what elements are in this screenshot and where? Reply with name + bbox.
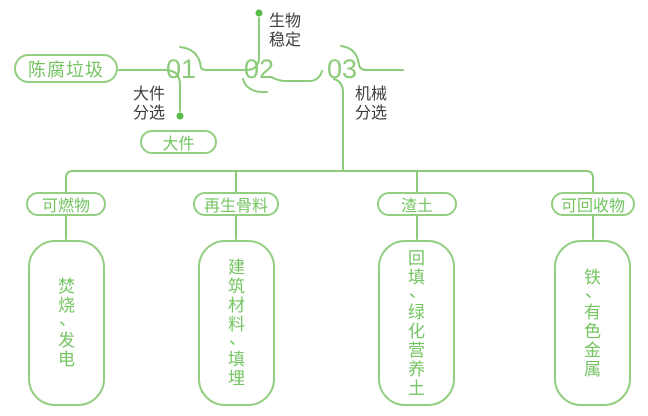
- node-regenerated-aggregate-label: 再生骨料: [203, 198, 268, 215]
- result-text-recyclable: 铁、有色金属: [584, 267, 602, 379]
- edge-step02-to-step03: [270, 70, 323, 82]
- edge-source-to-bulky: [118, 69, 181, 112]
- arc-under-step02: [242, 78, 268, 94]
- node-recyclable: 可回收物: [551, 192, 635, 216]
- result-box-slag-soil: 回填、绿化营养土: [378, 240, 455, 406]
- label-mechanical-sorting: 机械分选: [355, 86, 388, 123]
- node-recyclable-label: 可回收物: [560, 198, 625, 215]
- node-slag-soil: 渣土: [377, 192, 457, 216]
- node-source: 陈腐垃圾: [14, 54, 118, 83]
- label-bio-stabilization: 生物稳定: [269, 13, 302, 50]
- step-number-03: 03: [326, 54, 358, 84]
- step-number-01: 01: [165, 54, 197, 84]
- result-text-slag-soil: 回填、绿化营养土: [408, 248, 426, 398]
- result-box-regenerated-aggregate: 建筑材料、填埋: [198, 240, 275, 406]
- result-text-combustible: 焚烧、发电: [58, 277, 76, 369]
- edge-step03-down: [333, 78, 344, 172]
- node-bulky-item-label: 大件: [162, 136, 195, 153]
- node-bulky-item: 大件: [140, 130, 217, 154]
- result-box-recyclable: 铁、有色金属: [554, 240, 631, 406]
- edge-step03-exit: [340, 45, 404, 71]
- bulky-branch-dot: [176, 112, 184, 120]
- edge-step01-to-bio: [179, 17, 260, 71]
- node-combustible: 可燃物: [26, 192, 106, 216]
- bio-branch-dot: [255, 9, 263, 17]
- result-text-regenerated-aggregate: 建筑材料、填埋: [228, 258, 246, 388]
- label-bulky-sorting: 大件分选: [133, 86, 166, 123]
- node-slag-soil-label: 渣土: [400, 198, 433, 215]
- node-source-label: 陈腐垃圾: [28, 59, 104, 80]
- node-combustible-label: 可燃物: [41, 198, 90, 215]
- step-number-02: 02: [243, 54, 275, 84]
- result-box-combustible: 焚烧、发电: [28, 240, 105, 406]
- distribution-bar: [65, 170, 594, 193]
- node-regenerated-aggregate: 再生骨料: [193, 192, 279, 216]
